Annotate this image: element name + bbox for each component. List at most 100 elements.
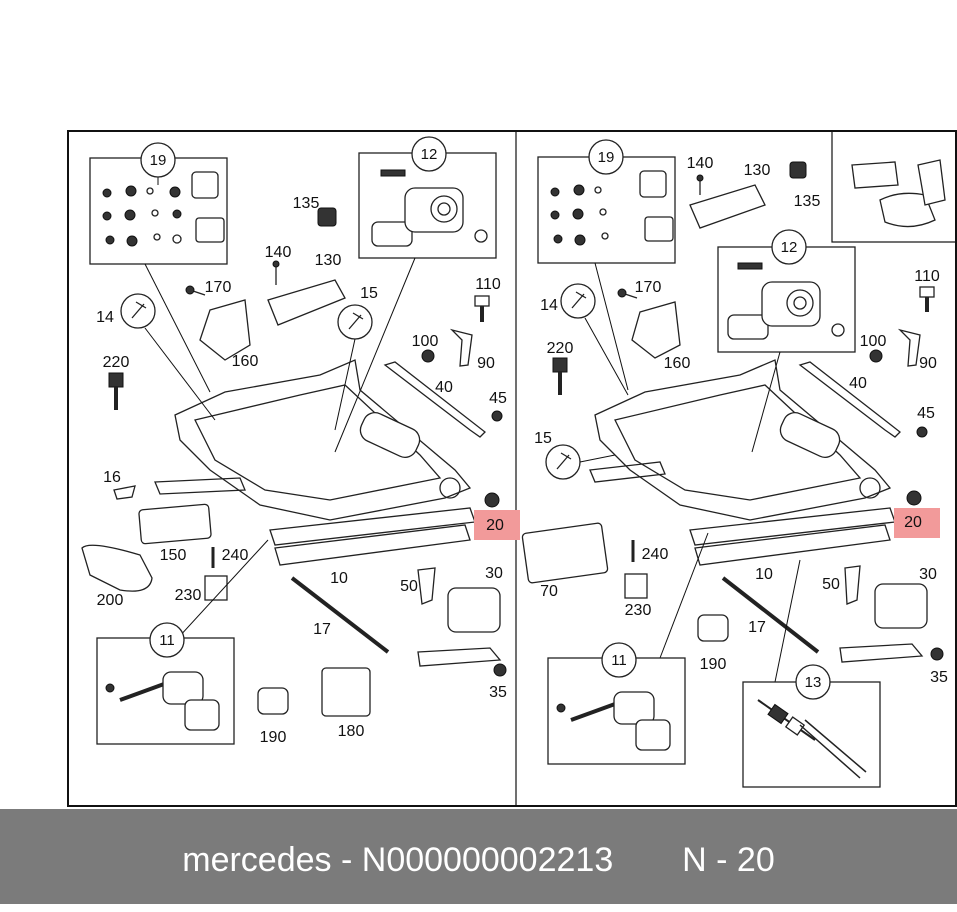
callout-230-left[interactable]: 230 xyxy=(175,587,202,604)
seat-switch-inset xyxy=(831,130,957,243)
motor-30-left xyxy=(417,587,502,667)
guide-130-right xyxy=(689,184,766,229)
callout-circle-13-right xyxy=(795,664,831,700)
callout-90-right[interactable]: 90 xyxy=(919,355,937,372)
callout-17-right[interactable]: 17 xyxy=(748,619,766,636)
callout-10-right[interactable]: 10 xyxy=(755,566,773,583)
callout-11-right[interactable]: 11 xyxy=(611,652,627,669)
callout-35-right[interactable]: 35 xyxy=(930,669,948,686)
callout-110-left[interactable]: 110 xyxy=(475,276,501,293)
rod-17-left xyxy=(290,576,390,654)
callout-140-left[interactable]: 140 xyxy=(265,244,292,261)
position-code: N - 20 xyxy=(682,841,775,879)
callout-circle-12-right xyxy=(771,229,807,265)
callout-10-left[interactable]: 10 xyxy=(330,570,348,587)
bracket-50-right xyxy=(844,565,861,605)
callout-14-left[interactable]: 14 xyxy=(96,309,114,326)
callout-50-left[interactable]: 50 xyxy=(400,578,418,595)
callout-14-right[interactable]: 14 xyxy=(540,297,558,314)
bolt-220-right xyxy=(552,357,568,395)
callout-170-right[interactable]: 170 xyxy=(635,279,662,296)
callout-130-right[interactable]: 130 xyxy=(744,162,771,179)
motor-30-right xyxy=(839,583,928,663)
bracket-160-left xyxy=(199,299,251,361)
callout-90-left[interactable]: 90 xyxy=(477,355,495,372)
screw-170-right xyxy=(617,288,638,299)
callout-30-right[interactable]: 30 xyxy=(919,566,937,583)
callout-19-left[interactable]: 19 xyxy=(150,152,167,169)
callout-13-right[interactable]: 13 xyxy=(805,674,822,691)
callout-220-left[interactable]: 220 xyxy=(103,354,130,371)
callout-17-left[interactable]: 17 xyxy=(313,621,331,638)
callout-circle-11-right xyxy=(601,642,637,678)
callout-50-right[interactable]: 50 xyxy=(822,576,840,593)
diagram-frame xyxy=(67,130,957,807)
callout-19-right[interactable]: 19 xyxy=(598,149,615,166)
callout-45-right[interactable]: 45 xyxy=(917,405,935,422)
callout-170-left[interactable]: 170 xyxy=(205,279,232,296)
callout-230-right[interactable]: 230 xyxy=(625,602,652,619)
callout-40-right[interactable]: 40 xyxy=(849,375,867,392)
callout-16-left[interactable]: 16 xyxy=(103,469,121,486)
callout-180-left[interactable]: 180 xyxy=(338,723,365,740)
bracket-90-left xyxy=(449,328,473,367)
adjuster-11-right xyxy=(556,691,671,751)
callout-200-left[interactable]: 200 xyxy=(97,592,124,609)
caption-separator: - xyxy=(340,841,353,879)
callout-20-left[interactable]: 20 xyxy=(486,517,504,534)
callout-190-left[interactable]: 190 xyxy=(260,729,287,746)
callout-135-right[interactable]: 135 xyxy=(794,193,821,210)
cap-16-left xyxy=(113,485,136,500)
brand-name: mercedes xyxy=(182,841,332,879)
bolt-110-right xyxy=(919,286,935,312)
callout-20-right[interactable]: 20 xyxy=(904,514,922,531)
callout-100-right[interactable]: 100 xyxy=(860,333,887,350)
callout-40-left[interactable]: 40 xyxy=(435,379,453,396)
callout-30-left[interactable]: 30 xyxy=(485,565,503,582)
callout-140-right[interactable]: 140 xyxy=(687,155,714,172)
highlight-20-left xyxy=(474,510,520,540)
callout-110-right[interactable]: 110 xyxy=(914,268,940,285)
callout-130-left[interactable]: 130 xyxy=(315,252,342,269)
module-180-left xyxy=(321,667,371,717)
cover-200-left xyxy=(81,544,153,592)
callout-35-left[interactable]: 35 xyxy=(489,684,507,701)
left-panel: 19 12 135 140 130 170 15 14 110 100 90 2… xyxy=(81,136,520,746)
highlight-20-right xyxy=(894,508,940,538)
wrench-icon-14-left xyxy=(120,293,156,329)
callout-240-right[interactable]: 240 xyxy=(642,546,669,563)
nut-100-right xyxy=(869,349,883,363)
callout-12-left[interactable]: 12 xyxy=(421,146,438,163)
sensor-190-right xyxy=(697,614,729,642)
callout-circle-12-left xyxy=(411,136,447,172)
callout-240-left[interactable]: 240 xyxy=(222,547,249,564)
bracket-160-right xyxy=(631,301,681,359)
callout-100-left[interactable]: 100 xyxy=(412,333,439,350)
callout-190-right[interactable]: 190 xyxy=(700,656,727,673)
callout-160-left[interactable]: 160 xyxy=(232,353,259,370)
callout-135-left[interactable]: 135 xyxy=(293,195,320,212)
rod-17-right xyxy=(721,576,820,654)
callout-circle-19-right xyxy=(588,139,624,175)
callout-160-right[interactable]: 160 xyxy=(664,355,691,372)
callout-220-right[interactable]: 220 xyxy=(547,340,574,357)
guide-130-left xyxy=(267,279,346,326)
nut-35-left xyxy=(493,663,507,677)
clip-135-left xyxy=(317,207,337,227)
cable-13-right xyxy=(757,699,867,779)
callout-11-left[interactable]: 11 xyxy=(159,632,175,649)
callout-12-right[interactable]: 12 xyxy=(781,239,798,256)
callout-15-right[interactable]: 15 xyxy=(534,430,552,447)
callout-45-left[interactable]: 45 xyxy=(489,390,507,407)
seat-motor-12-right xyxy=(727,262,845,340)
fastener-set-left xyxy=(102,171,225,247)
callout-70-right[interactable]: 70 xyxy=(540,583,558,600)
connector-230-right xyxy=(624,573,648,599)
callout-15-left[interactable]: 15 xyxy=(360,285,378,302)
screw-140-right xyxy=(696,174,704,195)
callout-150-left[interactable]: 150 xyxy=(160,547,187,564)
bolt-220-left xyxy=(108,372,124,410)
seat-motor-12-left xyxy=(371,169,488,247)
bracket-90-right xyxy=(897,328,921,367)
